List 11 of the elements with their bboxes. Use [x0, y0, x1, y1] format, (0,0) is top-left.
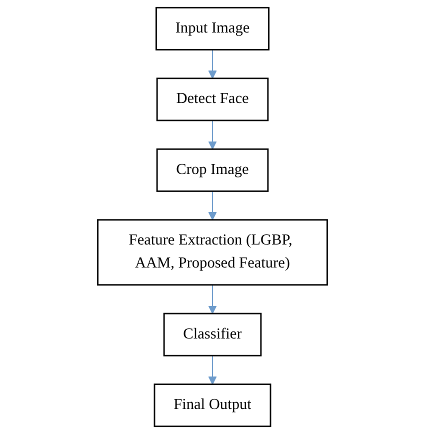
- arrow: [208, 190, 217, 220]
- node-box: Feature Extraction (LGBP, AAM, Proposed Feature): [97, 219, 328, 286]
- node-box: Classifier: [163, 312, 262, 356]
- arrow: [208, 120, 217, 150]
- node-box: Final Output: [154, 384, 272, 428]
- node-box: Detect Face: [156, 78, 269, 122]
- arrow: [208, 284, 217, 314]
- node-box: Crop Image: [156, 148, 269, 192]
- arrow: [208, 49, 217, 79]
- node-box: Input Image: [156, 6, 270, 50]
- arrow: [208, 355, 217, 385]
